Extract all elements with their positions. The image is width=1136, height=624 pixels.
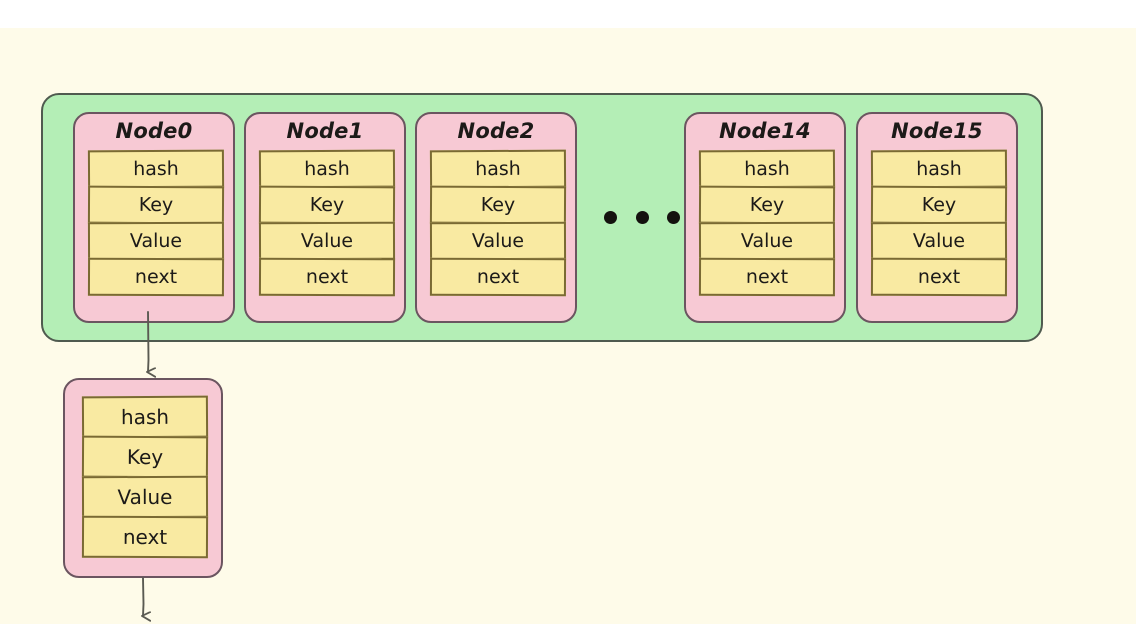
node-field-key: Key [698, 185, 836, 225]
ellipsis-dot [604, 210, 617, 224]
node-title: Node0 [115, 119, 193, 143]
node-title: Node14 [719, 119, 811, 143]
node-field-value: Value [870, 221, 1008, 261]
node-field-hash: hash [870, 149, 1008, 189]
node-field-value: Value [698, 221, 836, 261]
node-field-key: Key [87, 185, 225, 225]
node-field-hash: hash [87, 149, 225, 189]
ellipsis-indicator [604, 205, 680, 229]
node-field-next: next [87, 257, 225, 297]
overflow-field-hash: hash [81, 395, 209, 439]
node-field-hash: hash [258, 149, 396, 189]
node-field-next: next [698, 257, 836, 297]
node-field-key: Key [870, 185, 1008, 225]
node-field-value: Value [87, 221, 225, 261]
node-field-hash: hash [698, 149, 836, 189]
node-field-hash: hash [429, 149, 567, 189]
node-title: Node15 [891, 119, 983, 143]
node-field-key: Key [258, 185, 396, 225]
overflow-field-value: Value [81, 475, 209, 519]
node-field-next: next [870, 257, 1008, 297]
node-title: Node1 [286, 119, 364, 143]
node-field-key: Key [429, 185, 567, 225]
node-field-next: next [258, 257, 396, 297]
ellipsis-dot [667, 210, 680, 224]
node-field-next: next [429, 257, 567, 297]
overflow-field-next: next [81, 515, 209, 559]
ellipsis-dot [635, 210, 649, 224]
node-title: Node2 [457, 119, 535, 143]
node-field-value: Value [258, 221, 396, 261]
node-field-value: Value [429, 221, 567, 261]
overflow-field-key: Key [81, 435, 209, 479]
